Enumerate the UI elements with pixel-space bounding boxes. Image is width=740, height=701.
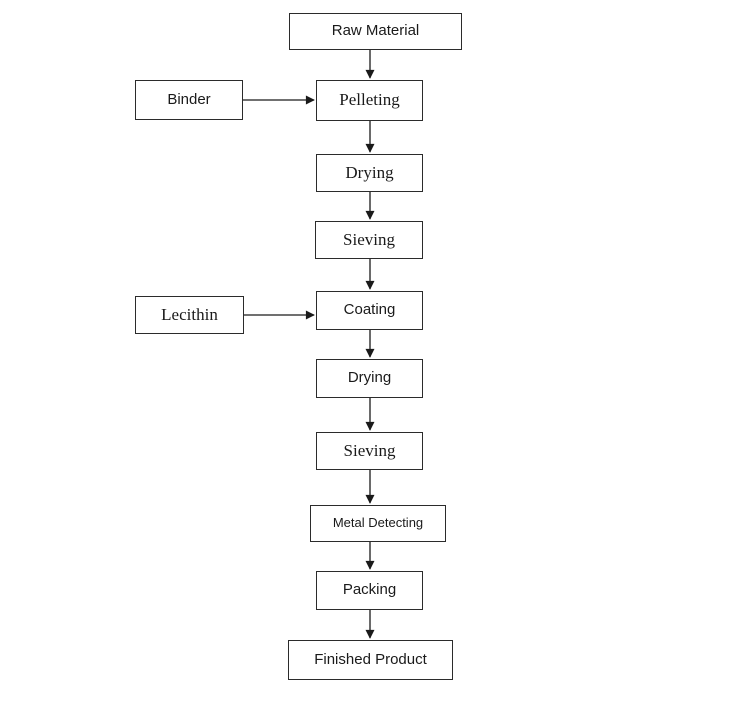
node-coating-label: Coating: [343, 301, 396, 319]
node-lecithin-label: Lecithin: [161, 304, 218, 324]
node-sieving-1-label: Sieving: [343, 229, 395, 249]
node-packing-label: Packing: [342, 581, 397, 599]
node-sieving-2-label: Sieving: [343, 440, 396, 460]
node-drying-2: Drying: [316, 359, 423, 398]
node-raw-material-label: Raw Material: [331, 22, 420, 40]
node-pelleting: Pelleting: [316, 80, 423, 121]
node-drying-1: Drying: [316, 154, 423, 192]
node-pelleting-label: Pelleting: [339, 90, 400, 110]
node-metal-detecting-label: Metal Detecting: [332, 515, 424, 531]
node-metal-detecting: Metal Detecting: [310, 505, 446, 542]
node-drying-2-label: Drying: [347, 369, 392, 387]
node-binder: Binder: [135, 80, 243, 120]
node-binder-label: Binder: [167, 90, 211, 108]
node-finished-product: Finished Product: [288, 640, 453, 680]
node-coating: Coating: [316, 291, 423, 330]
node-raw-material: Raw Material: [289, 13, 462, 50]
node-sieving-1: Sieving: [315, 221, 423, 259]
node-packing: Packing: [316, 571, 423, 610]
node-drying-1-label: Drying: [345, 162, 394, 182]
node-sieving-2: Sieving: [316, 432, 423, 470]
node-lecithin: Lecithin: [135, 296, 244, 334]
node-finished-product-label: Finished Product: [314, 650, 427, 668]
